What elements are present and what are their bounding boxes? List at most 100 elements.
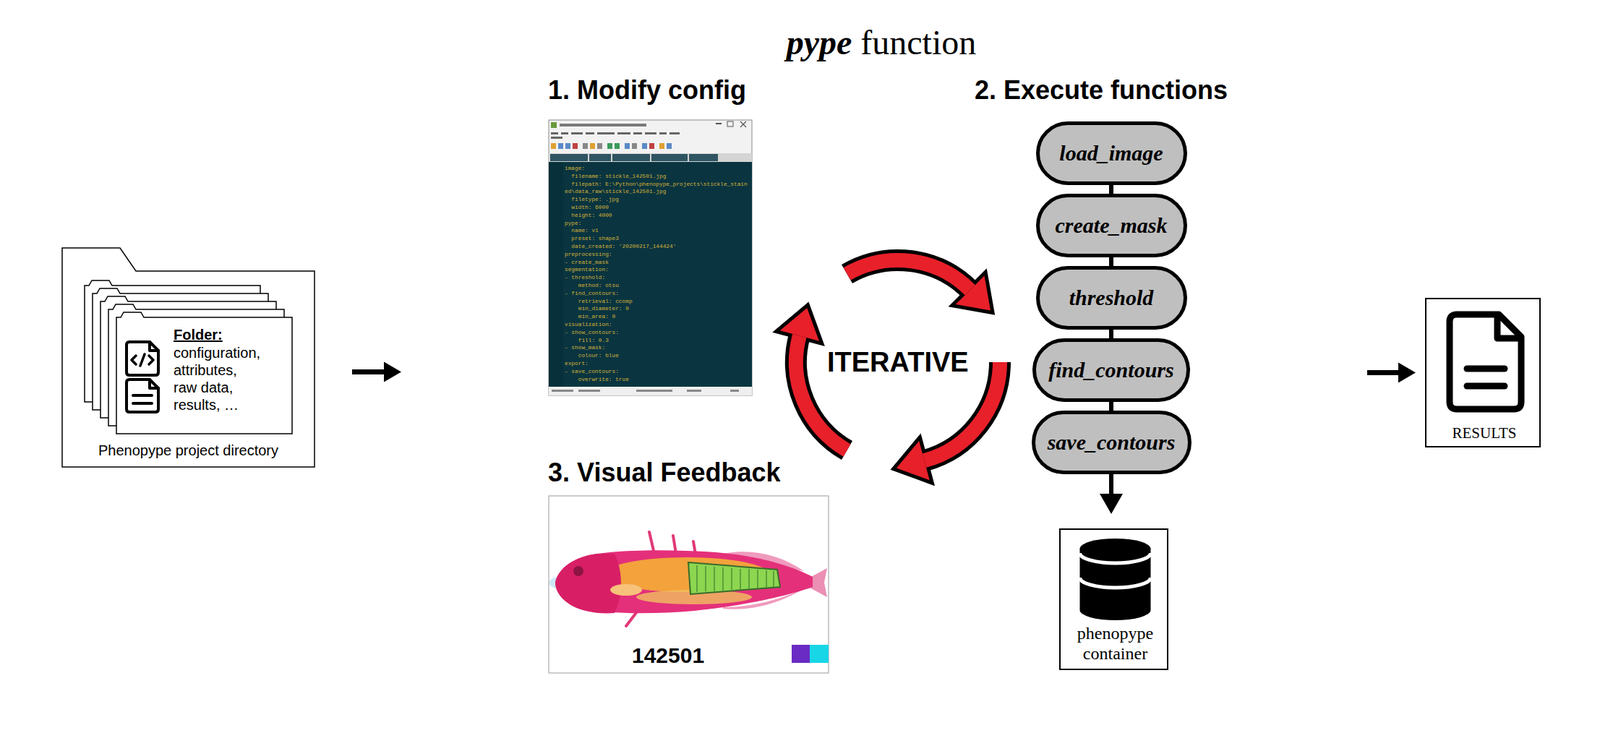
config-line: overwrite: true bbox=[564, 375, 750, 384]
config-line: height: 4000 bbox=[564, 211, 750, 220]
config-line: preset: shape3 bbox=[564, 234, 750, 243]
fish-photo bbox=[696, 565, 698, 593]
chain-link bbox=[1111, 329, 1112, 339]
config-line: - find_contours: bbox=[564, 289, 750, 298]
editor-screenshot bbox=[636, 389, 673, 392]
editor-screenshot bbox=[740, 121, 747, 128]
code-file-icon bbox=[131, 355, 136, 365]
editor-screenshot bbox=[659, 143, 665, 149]
folder-card-shape bbox=[116, 312, 293, 434]
text-holder: Phenopype project directory bbox=[62, 441, 315, 460]
fish-photo bbox=[748, 569, 750, 589]
fish-photo bbox=[772, 571, 775, 588]
document-icon bbox=[126, 379, 159, 413]
code-file-icon bbox=[140, 354, 145, 366]
flow-arrow bbox=[1398, 362, 1416, 384]
text-holder: Folder:configuration, attributes, raw da… bbox=[173, 326, 263, 414]
fish-photo bbox=[730, 568, 733, 590]
editor-screenshot bbox=[644, 132, 657, 135]
fish-photo bbox=[713, 566, 716, 592]
editor-screenshot bbox=[614, 143, 620, 149]
config-line: segmentation: bbox=[564, 266, 750, 275]
text-holder: RESULTS bbox=[1426, 423, 1543, 443]
fish-photo bbox=[548, 495, 829, 674]
editor-screenshot bbox=[651, 153, 688, 162]
config-line: filetype: .jpg bbox=[564, 195, 750, 204]
editor-screenshot bbox=[597, 143, 603, 149]
fish-photo bbox=[573, 566, 584, 577]
editor-screenshot bbox=[659, 132, 667, 135]
editor-screenshot bbox=[572, 143, 578, 149]
config-text: image: filename: stickle_142501.jpg file… bbox=[564, 164, 750, 384]
code-file-icon bbox=[149, 341, 159, 351]
function-step: save_contours bbox=[1031, 410, 1192, 475]
editor-screenshot bbox=[548, 161, 752, 387]
function-name: threshold bbox=[1069, 285, 1154, 311]
document-icon bbox=[133, 394, 152, 397]
fish-photo bbox=[756, 569, 759, 589]
chain-link bbox=[1111, 401, 1112, 411]
database-icon bbox=[1080, 548, 1152, 621]
iteration-arrows bbox=[896, 441, 930, 481]
flow-arrow bbox=[383, 362, 402, 383]
flow-arrow bbox=[352, 369, 386, 375]
function-step: load_image bbox=[1036, 121, 1188, 186]
cycle-label: ITERATIVE bbox=[827, 346, 969, 379]
code-file-icon bbox=[126, 341, 159, 376]
function-name: find_contours bbox=[1048, 357, 1174, 383]
editor-screenshot bbox=[715, 122, 722, 125]
config-line: export: bbox=[564, 360, 750, 369]
config-line: colour: blue bbox=[564, 352, 750, 361]
output-arrow bbox=[1099, 474, 1123, 515]
chain-link bbox=[1111, 185, 1112, 194]
editor-screenshot bbox=[686, 389, 702, 392]
editor-screenshot bbox=[642, 143, 648, 149]
editor-screenshot bbox=[550, 143, 556, 149]
editor-screenshot bbox=[582, 143, 588, 149]
folder-outline bbox=[62, 247, 315, 468]
iteration-arrows bbox=[780, 260, 1000, 481]
editor-screenshot bbox=[727, 121, 734, 127]
config-line: min_diameter: 0 bbox=[564, 305, 750, 314]
step-heading: 3. Visual Feedback bbox=[548, 457, 781, 489]
step-heading: 2. Execute functions bbox=[974, 75, 1228, 106]
label-holder: 3. Visual Feedback bbox=[548, 457, 781, 489]
chain-link bbox=[1109, 185, 1114, 194]
editor-screenshot bbox=[585, 132, 595, 135]
editor-screenshot bbox=[666, 143, 672, 149]
chain-link bbox=[1111, 257, 1112, 267]
text-holder: pypefunction bbox=[762, 20, 1000, 66]
results-document-icon bbox=[1449, 314, 1522, 410]
fish-photo bbox=[688, 562, 781, 595]
iteration-arrows bbox=[780, 307, 820, 342]
config-line: retrieval: ccomp bbox=[564, 297, 750, 306]
config-line: date_created: '20200217_144424' bbox=[564, 242, 750, 251]
container-label: phenopype container bbox=[1077, 623, 1154, 663]
results-document-icon bbox=[1466, 365, 1505, 373]
chain-link bbox=[1109, 401, 1114, 411]
results-label: RESULTS bbox=[1451, 424, 1517, 442]
editor-screenshot bbox=[548, 153, 752, 162]
document-icon bbox=[133, 401, 152, 405]
config-line: visualization: bbox=[564, 321, 750, 329]
config-line: - show_mask: bbox=[564, 344, 750, 353]
editor-screenshot bbox=[589, 143, 596, 149]
config-line: method: otsu bbox=[564, 281, 750, 290]
folder-card: Folder:configuration, attributes, raw da… bbox=[116, 317, 293, 434]
config-line: fill: 0.3 bbox=[564, 336, 750, 345]
editor-screenshot bbox=[550, 153, 588, 162]
function-step: find_contours bbox=[1032, 338, 1191, 402]
config-line: name: v1 bbox=[564, 227, 750, 235]
editor-screenshot bbox=[631, 143, 637, 149]
config-line: pype: bbox=[564, 219, 750, 228]
output-arrow bbox=[1109, 474, 1114, 496]
editor-screenshot bbox=[565, 143, 571, 149]
function-step: create_mask bbox=[1036, 193, 1188, 258]
iteration-arrows bbox=[847, 260, 971, 290]
function-name: create_mask bbox=[1055, 213, 1168, 238]
label-holder: 142501 bbox=[627, 643, 709, 669]
editor-screenshot bbox=[633, 132, 643, 135]
code-file-icon bbox=[126, 341, 159, 376]
editor-screenshot bbox=[624, 143, 630, 149]
fish-photo bbox=[555, 550, 813, 614]
